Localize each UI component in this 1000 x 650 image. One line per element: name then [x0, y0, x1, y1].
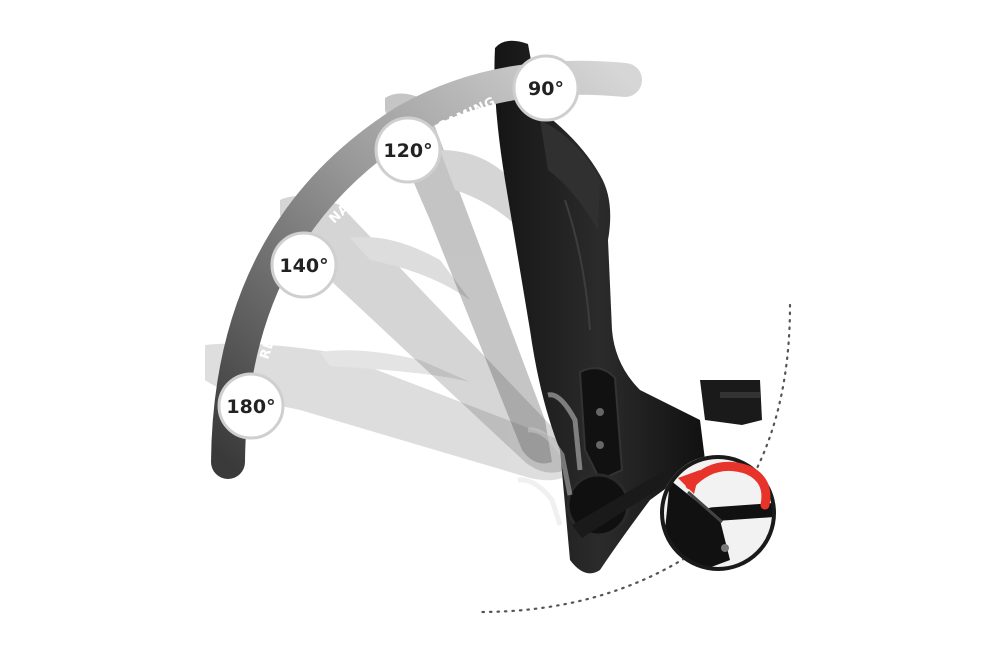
ghost-chair-120: [385, 93, 552, 464]
svg-text:180°: 180°: [226, 396, 275, 418]
ghost-chair-140: [280, 196, 565, 473]
recline-lever-icon: [660, 455, 776, 571]
svg-text:120°: 120°: [383, 140, 432, 162]
angle-badge-120: 120°: [374, 116, 442, 184]
svg-text:90°: 90°: [528, 78, 564, 100]
ghost-chair-180: [205, 343, 575, 481]
angle-badge-180: 180°: [217, 372, 285, 440]
rotation-arrow-icon: [685, 461, 771, 510]
angle-badge-90: 90°: [512, 54, 580, 122]
angle-badge-140: 140°: [270, 231, 338, 299]
svg-text:140°: 140°: [279, 255, 328, 277]
chair-upright: [494, 40, 762, 574]
rotation-arrow-head: [678, 470, 700, 494]
